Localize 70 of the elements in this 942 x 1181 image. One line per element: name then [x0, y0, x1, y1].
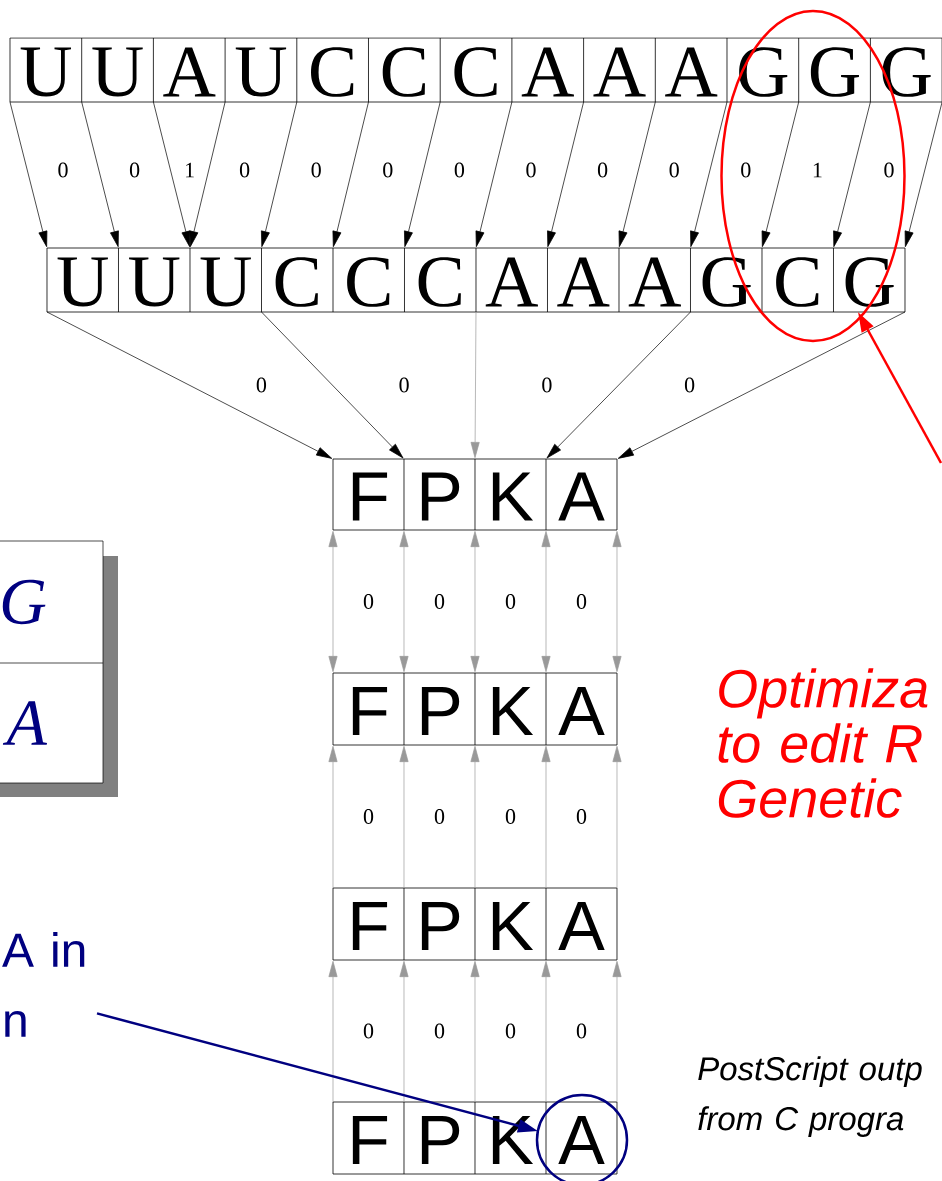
arrow — [261, 101, 298, 248]
cost-label: 0 — [576, 809, 587, 824]
arrow — [612, 531, 622, 672]
arrow — [618, 101, 656, 248]
arrow — [470, 961, 480, 1103]
arrow — [399, 746, 409, 889]
arrow — [328, 746, 338, 889]
cost-label: 0 — [505, 594, 516, 609]
arrow — [541, 961, 551, 1103]
arrow — [261, 311, 404, 459]
arrow — [332, 101, 369, 248]
annotation-text: Optimiza to edit R Genetic — [718, 668, 928, 818]
arrow — [833, 101, 871, 248]
cost-label: 0 — [256, 377, 267, 393]
cost-label: 0 — [434, 809, 445, 824]
arrow — [81, 101, 119, 248]
cost-label: 0 — [669, 162, 679, 178]
sequence-row: F P K A — [332, 672, 618, 746]
arrow — [399, 531, 409, 672]
cost-label: 0 — [311, 162, 321, 178]
cost-label: 0 — [239, 162, 250, 178]
cost-label: 0 — [383, 162, 393, 178]
arrow — [541, 531, 551, 672]
arrow — [690, 101, 728, 248]
cost-label: 0 — [399, 377, 409, 393]
arrow — [612, 746, 622, 889]
cost-label: 0 — [58, 162, 68, 178]
arrow — [617, 311, 906, 459]
cost-label: 0 — [576, 594, 587, 609]
arrow — [328, 961, 338, 1103]
arrow — [46, 311, 333, 459]
cost-label: 0 — [542, 377, 552, 393]
cost-label: 0 — [129, 162, 140, 178]
cost-label: 0 — [684, 377, 695, 393]
cost-label: 0 — [526, 162, 536, 178]
arrow — [9, 101, 48, 248]
arrow — [475, 101, 513, 248]
cost-label: 0 — [597, 162, 608, 178]
cost-label: 0 — [363, 809, 374, 824]
cost-label: 0 — [434, 1023, 445, 1039]
note-text: PostScript outp from C progra — [698, 1056, 922, 1137]
cost-label: 1 — [186, 162, 194, 178]
cost-label: 0 — [884, 162, 894, 178]
arrow — [547, 101, 584, 248]
table: G A — [0, 540, 118, 797]
arrow — [189, 101, 226, 248]
arrow — [399, 961, 409, 1103]
cost-label: 0 — [363, 594, 374, 609]
cost-label: 0 — [505, 809, 516, 824]
sequence-row: F P K A — [332, 887, 618, 961]
arrow — [546, 311, 691, 459]
cost-label: 0 — [434, 594, 445, 609]
sequence-row: F P K A — [332, 1101, 618, 1175]
cost-label: 1 — [813, 162, 822, 178]
sequence-row: F P K A — [332, 458, 618, 531]
cost-label: 0 — [576, 1023, 587, 1039]
arrow — [541, 746, 551, 889]
cost-label: 0 — [741, 162, 751, 178]
arrow — [470, 746, 480, 889]
arrow — [470, 531, 480, 672]
arrow — [761, 101, 800, 248]
cost-label: 0 — [363, 1023, 374, 1039]
annotation-text: A in n — [2, 932, 85, 1037]
arrow — [470, 311, 480, 458]
cost-label: 0 — [505, 1023, 516, 1039]
arrow — [612, 961, 622, 1103]
arrow — [404, 101, 441, 248]
cost-label: 0 — [454, 162, 465, 178]
arrow — [328, 531, 338, 672]
arrow — [153, 101, 191, 248]
